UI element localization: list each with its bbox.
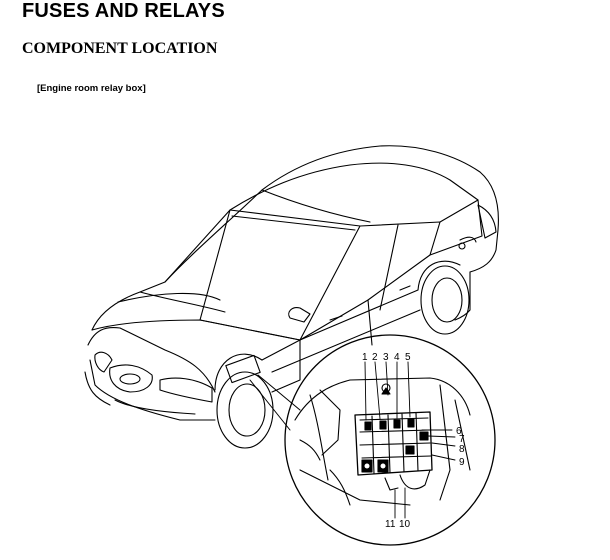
page-title: FUSES AND RELAYS [22, 0, 225, 22]
relay-box-detail [284, 334, 496, 546]
car-illustration [84, 145, 499, 449]
callout-numbers: 1 2 3 4 5 6 7 8 9 11 10 [362, 352, 465, 530]
callout-leaders [364, 361, 456, 519]
callout-8: 8 [459, 444, 465, 455]
callout-6: 6 [456, 426, 462, 437]
section-heading: COMPONENT LOCATION [22, 40, 218, 57]
callout-4: 4 [394, 352, 400, 363]
callout-2: 2 [372, 352, 378, 363]
callout-10: 10 [399, 519, 411, 530]
callout-3: 3 [383, 352, 389, 363]
callout-9: 9 [459, 457, 465, 468]
callout-7: 7 [459, 434, 465, 445]
figure-caption: [Engine room relay box] [37, 83, 146, 94]
callout-11: 11 [385, 519, 396, 530]
callout-5: 5 [405, 352, 411, 363]
callout-1: 1 [362, 352, 368, 363]
